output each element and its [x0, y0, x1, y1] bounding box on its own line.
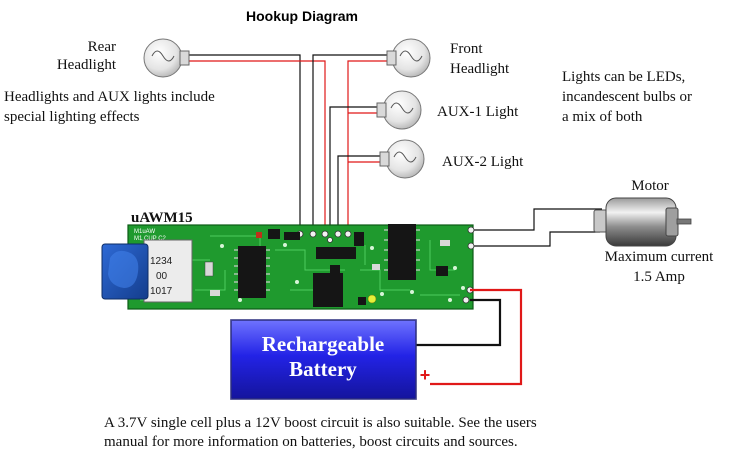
- aux2-light-label: AUX-2 Light: [442, 154, 524, 170]
- motor-icon: [593, 197, 692, 247]
- light-wires: [186, 54, 392, 232]
- motor-label: Motor: [631, 178, 669, 194]
- board-name-label: uAWM15: [131, 210, 193, 226]
- effects-note-line2: special lighting effects: [4, 109, 140, 125]
- rear-headlight-bulb-icon: [143, 38, 190, 78]
- battery-label-line2: Battery: [289, 357, 357, 381]
- sd-digits-line3: 1017: [150, 286, 173, 297]
- motor-current-line1: Maximum current: [605, 249, 715, 265]
- battery-icon: [230, 319, 417, 400]
- diagram-title: Hookup Diagram: [246, 8, 358, 24]
- motor-wires: [472, 208, 602, 247]
- battery-plus-sign: +: [420, 365, 431, 385]
- sd-digits-line1: 1234: [150, 256, 173, 267]
- rear-headlight-label-line2: Headlight: [57, 57, 117, 73]
- rear-headlight-label-line1: Rear: [88, 39, 116, 55]
- light-types-note-line3: a mix of both: [562, 109, 643, 125]
- footer-note-line2: manual for more information on batteries…: [104, 434, 518, 450]
- battery-wires: [414, 288, 523, 386]
- footer-note-line1: A 3.7V single cell plus a 12V boost circ…: [104, 415, 537, 431]
- aux1-light-label: AUX-1 Light: [437, 104, 519, 120]
- aux1-light-bulb-icon: [376, 90, 422, 130]
- light-types-note-line1: Lights can be LEDs,: [562, 69, 685, 85]
- board-silk-top: M1uAW: [134, 229, 155, 235]
- battery-label-line1: Rechargeable: [262, 332, 384, 356]
- light-types-note-line2: incandescent bulbs or: [562, 89, 692, 105]
- front-headlight-label-line2: Headlight: [450, 61, 510, 77]
- board-silk-sub: M1 CUP C2: [134, 236, 167, 242]
- effects-note-line1: Headlights and AUX lights include: [4, 89, 215, 105]
- circuit-board: M1uAW M1 CUP C2 1234 00 1017: [101, 224, 475, 310]
- front-headlight-bulb-icon: [386, 38, 431, 78]
- motor-current-line2: 1.5 Amp: [633, 269, 685, 285]
- front-headlight-label-line1: Front: [450, 41, 483, 57]
- sd-digits-line2: 00: [156, 271, 168, 282]
- aux2-light-bulb-icon: [379, 139, 425, 179]
